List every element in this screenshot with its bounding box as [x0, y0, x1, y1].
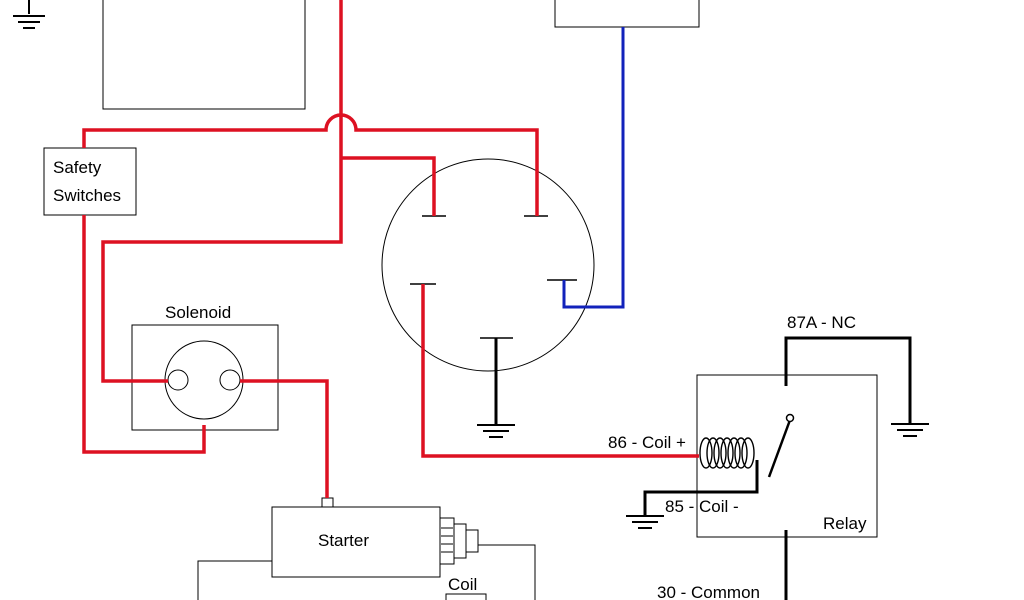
starter-nose-1 — [439, 517, 455, 565]
ignition-switch-terminals — [410, 215, 577, 339]
top-module-box — [554, 0, 700, 28]
starter-nose-2 — [453, 523, 467, 559]
ground-icon-relay-87a — [891, 423, 929, 437]
relay-label: Relay — [823, 514, 867, 533]
solenoid-label: Solenoid — [165, 303, 231, 322]
starter-nose-lines — [441, 527, 453, 553]
starter-top-post — [321, 497, 334, 508]
starter-right-lead — [478, 544, 536, 600]
relay-coil-icon — [699, 437, 755, 469]
safety-switches-box — [43, 147, 137, 216]
black-wires — [494, 336, 912, 600]
red-wire-safety-loop — [82, 113, 539, 216]
pin-30-label: 30 - Common — [657, 583, 760, 600]
ground-icon-relay-85 — [626, 515, 664, 529]
red-wire-solenoid-to-starter — [240, 379, 329, 498]
red-wire-ignition-tap — [341, 156, 436, 216]
ground-icon-top-left — [13, 0, 45, 29]
relay-switch-contact — [767, 419, 792, 478]
starter-left-lead — [197, 560, 272, 600]
starter-nose-3 — [465, 529, 479, 553]
relay-box — [696, 374, 878, 538]
safety-switches-label-line2: Switches — [53, 186, 121, 205]
pin-87a-label: 87A - NC — [787, 313, 856, 332]
pin-85-label: 85 - Coil - — [665, 497, 739, 516]
red-wire-main-vertical — [101, 0, 343, 383]
ignition-switch-circle — [381, 158, 595, 372]
safety-switches-label-line1: Safety — [53, 158, 102, 177]
starter-label: Starter — [318, 531, 369, 550]
red-wire-safety-to-solenoid — [82, 215, 206, 454]
relay-switch-pivot — [785, 413, 795, 423]
black-wire-87a — [784, 336, 912, 423]
starter-box — [271, 506, 441, 578]
coil-label: Coil — [448, 575, 477, 594]
ground-icon-ignition — [477, 424, 515, 438]
pin-86-label: 86 - Coil + — [608, 433, 686, 452]
red-wires — [82, 0, 699, 498]
black-wire-85 — [643, 460, 759, 515]
battery-box — [102, 0, 306, 110]
red-wire-ignition-to-relay — [421, 284, 699, 458]
solenoid-box — [131, 324, 279, 431]
blue-wire — [562, 27, 625, 309]
coil-box — [445, 593, 487, 600]
